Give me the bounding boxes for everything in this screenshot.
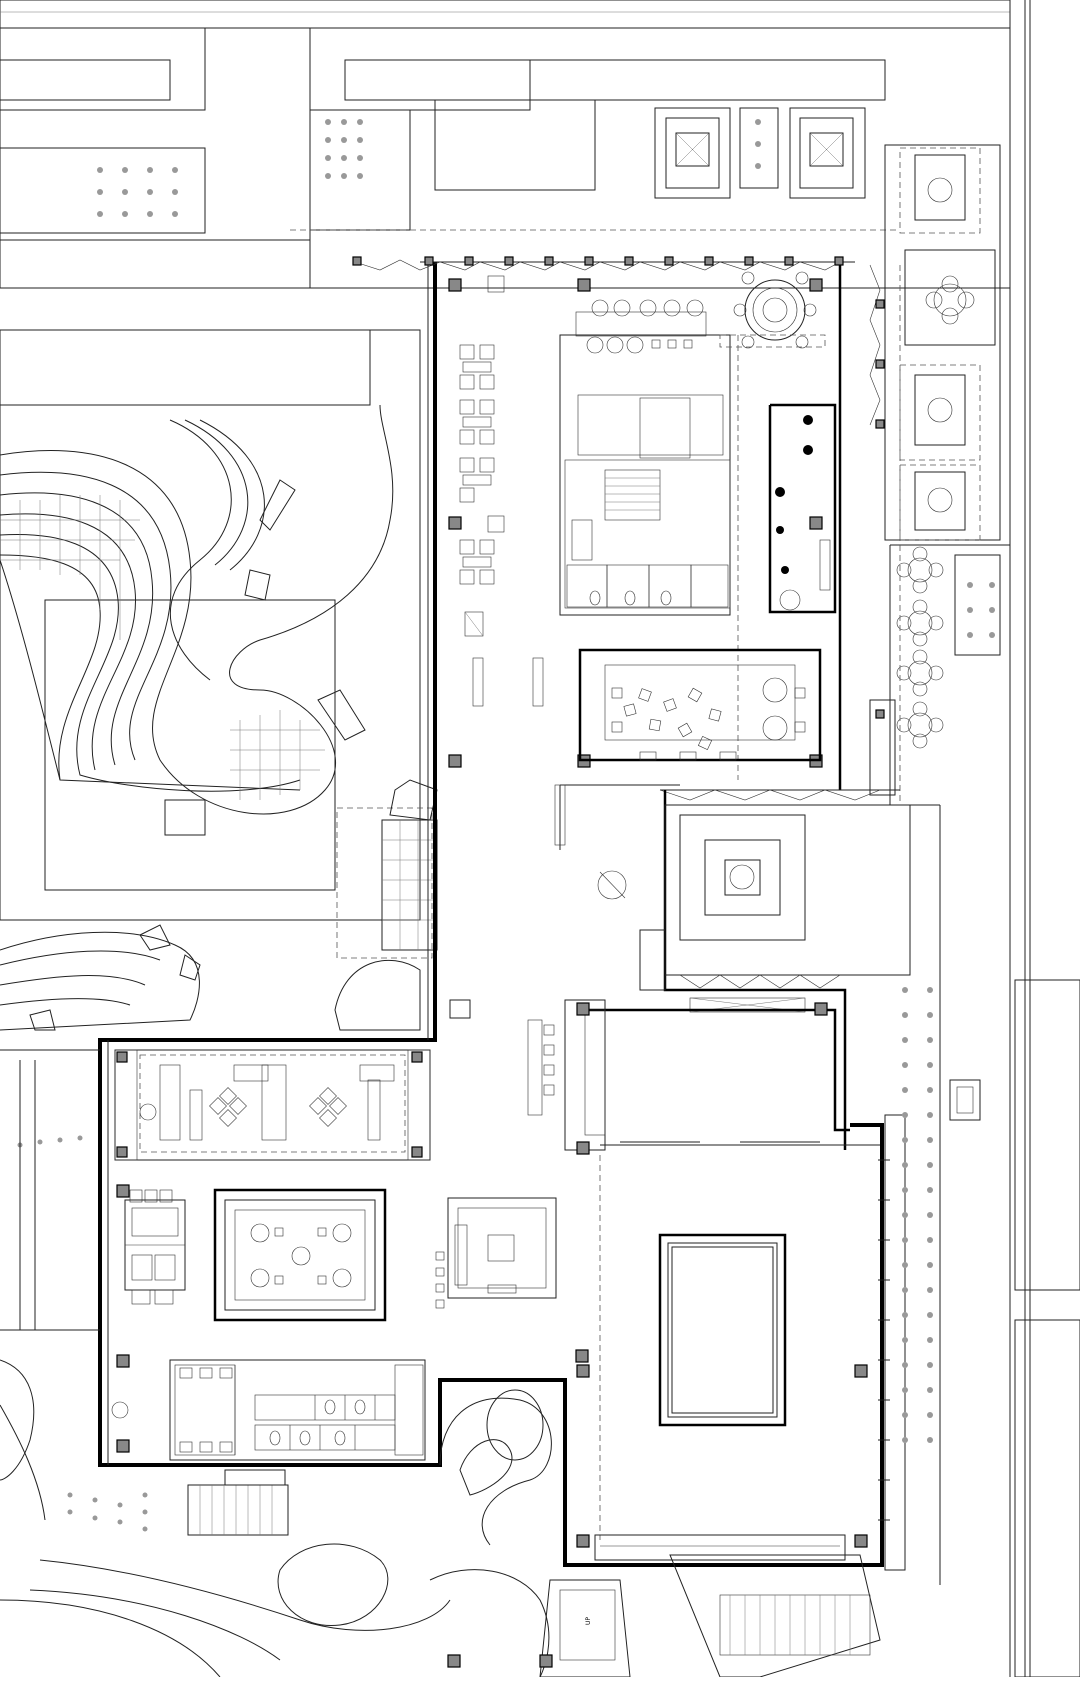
north-plaza <box>0 27 1011 289</box>
restroom-block <box>169 1359 426 1461</box>
stair-label: UP <box>585 1617 592 1625</box>
kitchen-restroom-row <box>566 519 729 608</box>
east-plaza-dots <box>902 987 933 1443</box>
patio-tables <box>896 546 944 749</box>
reception-kiosk <box>435 1197 589 1363</box>
reflecting-pool <box>658 1233 787 1427</box>
private-dining-room <box>578 648 822 762</box>
southeast-hall <box>527 804 981 1585</box>
paving-grid <box>0 495 325 800</box>
landscape-west <box>0 329 471 1031</box>
tree-dot-grids <box>97 119 995 638</box>
booth-seating <box>459 344 544 707</box>
bar-and-kitchen-core <box>559 299 739 780</box>
south-landscape: UP <box>0 1049 881 1678</box>
kitchen-stair <box>604 469 661 521</box>
west-stair <box>187 1484 289 1536</box>
round-feature-table <box>719 271 826 349</box>
east-stair <box>669 1554 881 1678</box>
lounge-room <box>114 1049 431 1161</box>
north-wing <box>98 256 901 1567</box>
central-courtyard <box>554 784 911 1150</box>
lounge-counter <box>768 403 837 614</box>
east-terrace-glazing <box>659 264 901 805</box>
curtain-wall-north <box>354 259 841 271</box>
east-entrance-strip <box>884 144 1010 805</box>
stair-grid-west <box>382 820 437 950</box>
office-suite <box>124 1189 186 1305</box>
southwest-block <box>107 1040 589 1465</box>
hall-glazing-ticks <box>878 1159 890 1521</box>
feature-hall <box>213 1188 387 1322</box>
